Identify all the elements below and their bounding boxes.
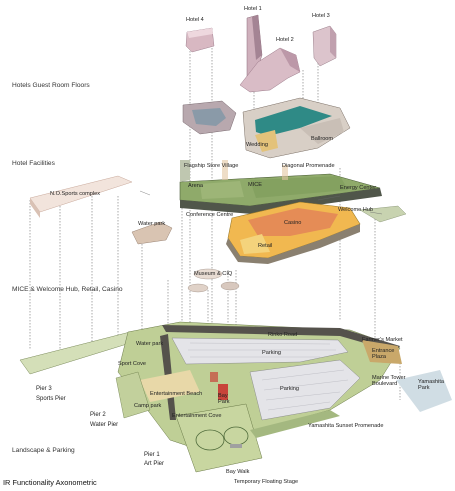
label-hotel-2: Hotel 2 xyxy=(276,37,294,43)
label-mice: MICE xyxy=(248,182,262,188)
hotel-towers xyxy=(185,14,337,93)
water-park-shape xyxy=(131,221,173,245)
label-wedding: Wedding xyxy=(246,142,268,148)
row-label-guest-floors: Hotels Guest Room Floors xyxy=(12,82,90,89)
label-pier-2: Water Pier xyxy=(90,422,119,428)
label-cove: Entertainment Cove xyxy=(172,413,222,419)
label-pier-1-name: Pier 1 xyxy=(144,452,160,458)
label-farmers: Farmer's Market xyxy=(362,337,403,343)
label-beach: Entertainment Beach xyxy=(150,391,203,397)
label-conference: Conference Centre xyxy=(186,212,234,218)
label-hotel-1: Hotel 1 xyxy=(244,6,262,12)
label-casino: Casino xyxy=(284,220,302,226)
label-welcome: Welcome Hub xyxy=(338,207,374,213)
row-label-landscape: Landscape & Parking xyxy=(12,447,75,454)
row-label-mice: MICE & Welcome Hub, Retail, Casino xyxy=(12,286,123,293)
label-sport-cove: Sport Cove xyxy=(118,361,146,367)
sports-complex-slab xyxy=(29,175,133,213)
guest-room-podium xyxy=(182,97,351,159)
label-hotel-3: Hotel 3 xyxy=(312,13,330,19)
facilities-level xyxy=(179,160,382,214)
label-marine: Marine Tower Boulevard xyxy=(372,375,406,387)
label-pier-1: Art Pier xyxy=(144,461,165,467)
label-floating-stage: Temporary Floating Stage xyxy=(234,479,299,485)
label-flagship: Flagship Store Village xyxy=(184,163,239,169)
label-museum: Museum & CIQ xyxy=(194,271,233,277)
leader-lines xyxy=(139,190,383,215)
label-retail: Retail xyxy=(258,243,273,249)
label-no-sports: N.O.Sports complex xyxy=(50,191,101,197)
landscape-base xyxy=(19,321,452,473)
label-bay-walk: Bay Walk xyxy=(226,469,250,475)
label-bay-park: Bay Park xyxy=(218,393,230,405)
label-arena: Arena xyxy=(188,183,203,189)
row-label-facilities: Hotel Facilities xyxy=(12,160,55,167)
label-pier-2-name: Pier 2 xyxy=(90,412,106,418)
label-yamashita-park: Yamashita Park xyxy=(418,379,445,391)
casino-level xyxy=(226,201,407,264)
label-camp: Camp park xyxy=(134,403,162,409)
label-parking-2: Parking xyxy=(280,386,299,392)
label-ballroom: Ballroom xyxy=(311,136,334,142)
museum-blobs xyxy=(187,268,240,293)
label-diagonal: Diagonal Promenade xyxy=(282,163,335,169)
label-hotel-4: Hotel 4 xyxy=(186,17,204,23)
label-water-park-upper: Water park xyxy=(138,221,166,227)
label-pier-3-name: Pier 3 xyxy=(36,386,52,392)
label-parking-1: Parking xyxy=(262,350,281,356)
label-entrance: Entrance Plaza xyxy=(372,348,395,360)
figure-caption: IR Functionality Axonometric xyxy=(3,478,97,487)
label-water-park-lower: Water park xyxy=(136,341,164,347)
label-promenade: Yamashita Sunset Promenade xyxy=(308,423,384,429)
label-rinko-road: Rinko Road xyxy=(268,332,298,338)
label-energy: Energy Center xyxy=(340,185,377,191)
label-pier-3: Sports Pier xyxy=(36,396,66,402)
